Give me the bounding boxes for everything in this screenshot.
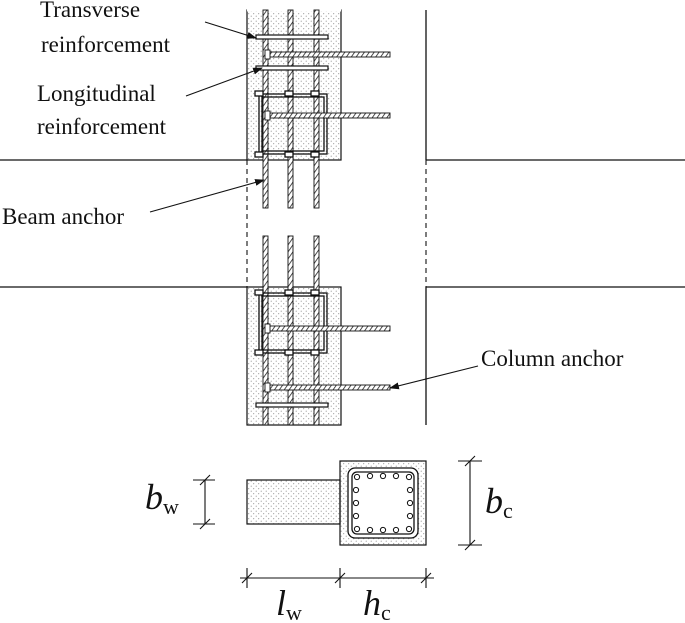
hc-label: hc bbox=[363, 583, 391, 623]
bw-label: bw bbox=[145, 477, 179, 519]
hc-symbol: h bbox=[363, 583, 381, 623]
lw-label: lw bbox=[276, 583, 302, 623]
lower-anchor-rod-1 bbox=[267, 325, 391, 332]
leader-arrows bbox=[149, 21, 479, 390]
bc-symbol: b bbox=[485, 481, 503, 521]
section-bars bbox=[352, 472, 414, 534]
column-anchor-leader bbox=[389, 365, 479, 390]
upper-longitudinal-bars bbox=[262, 9, 320, 209]
column-hoop-inner bbox=[351, 471, 415, 535]
lower-anchor-rod-2 bbox=[267, 384, 391, 391]
transverse-label-line2: reinforcement bbox=[41, 32, 171, 57]
elevation-view: Transverse reinforcement Longitudinal re… bbox=[0, 0, 685, 426]
lw-subscript: w bbox=[286, 600, 302, 623]
longitudinal-label-line1: Longitudinal bbox=[37, 81, 156, 106]
bc-label: bc bbox=[485, 481, 513, 523]
transverse-leader bbox=[204, 21, 257, 39]
transverse-label-line1: Transverse bbox=[40, 0, 140, 22]
dim-bc bbox=[458, 455, 482, 551]
bw-subscript: w bbox=[163, 494, 179, 519]
beam-anchor-label: Beam anchor bbox=[2, 204, 124, 229]
upper-anchor-frame bbox=[254, 90, 328, 158]
wing-wall-section bbox=[246, 479, 341, 525]
anchors bbox=[264, 49, 391, 393]
lower-anchor-frame bbox=[254, 289, 328, 356]
hc-subscript: c bbox=[381, 600, 391, 623]
upper-anchor-rod-1 bbox=[267, 51, 391, 58]
upper-anchor-rod-2 bbox=[267, 112, 391, 119]
bw-symbol: b bbox=[145, 477, 163, 517]
column-anchor-label: Column anchor bbox=[481, 346, 624, 371]
longitudinal-leader bbox=[185, 67, 263, 97]
lw-symbol: l bbox=[276, 583, 286, 623]
lower-transverse-hoops bbox=[255, 402, 329, 408]
dim-bw bbox=[193, 474, 215, 530]
beam-anchor-leader bbox=[149, 179, 265, 213]
dim-lw-hc bbox=[240, 568, 434, 588]
plan-view: bw bc lw hc bbox=[145, 455, 513, 623]
bc-subscript: c bbox=[503, 498, 513, 523]
longitudinal-label-line2: reinforcement bbox=[37, 114, 167, 139]
